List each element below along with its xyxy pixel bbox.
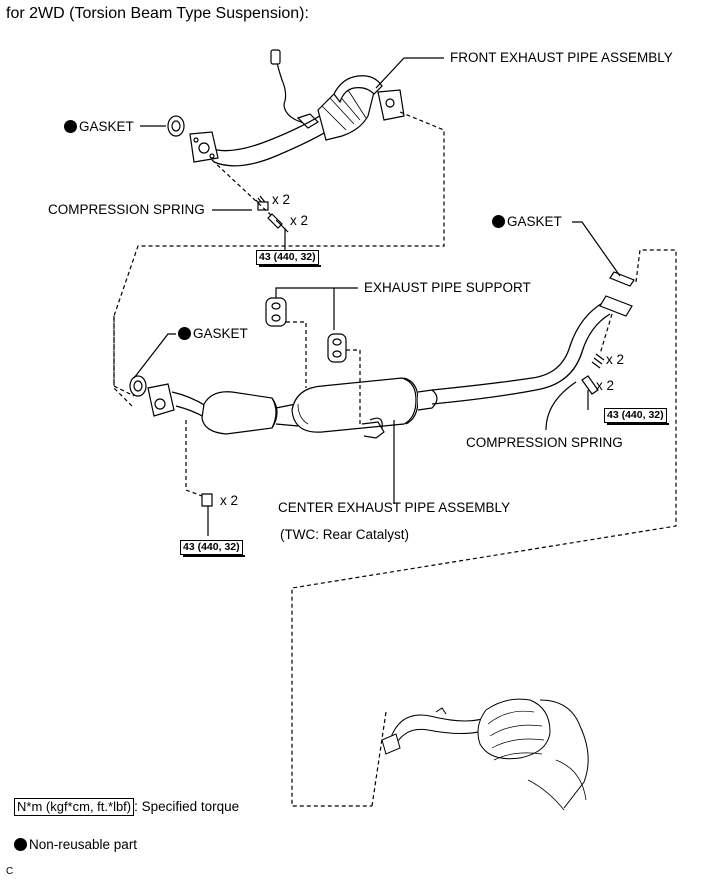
legend-non-reusable: Non-reusable part (14, 837, 137, 853)
legend-torque-desc: : Specified torque (134, 799, 240, 814)
qty-bolt-center: x 2 (220, 493, 239, 508)
leader-gasket-3 (572, 221, 621, 277)
torque-spec-1: 43 (440, 32) (256, 250, 321, 267)
label-front-exhaust-pipe: FRONT EXHAUST PIPE ASSEMBLY (450, 50, 673, 65)
non-reusable-dot-icon (492, 215, 505, 228)
label-gasket-1: GASKET (64, 119, 134, 135)
label-exhaust-pipe-support: EXHAUST PIPE SUPPORT (364, 280, 531, 295)
label-center-exhaust-pipe: CENTER EXHAUST PIPE ASSEMBLY (278, 500, 511, 515)
exhaust-pipe-support-2 (327, 333, 347, 363)
label-compression-spring-1: COMPRESSION SPRING (48, 202, 205, 217)
torque-spec-rear: 43 (440, 32) (604, 408, 669, 425)
legend-torque: N*m (kgf*cm, ft.*lbf): Specified torque (14, 798, 239, 816)
qty-bolt-rear: x 2 (596, 378, 615, 393)
vehicle-location-view (381, 698, 589, 811)
qty-bolt-1: x 2 (290, 213, 309, 228)
non-reusable-dot-icon (64, 120, 77, 133)
exhaust-pipe-support-1 (265, 297, 287, 327)
non-reusable-dot-icon (14, 838, 27, 851)
spring-rear (591, 353, 605, 369)
non-reusable-dot-icon (178, 327, 191, 340)
page-title: for 2WD (Torsion Beam Type Suspension): (6, 5, 309, 22)
legend-torque-unit: N*m (kgf*cm, ft.*lbf) (14, 798, 135, 816)
leader-gasket-2 (133, 333, 176, 379)
gasket-rear (609, 271, 635, 287)
qty-spring-rear: x 2 (606, 352, 625, 367)
label-twc-rear-catalyst: (TWC: Rear Catalyst) (280, 527, 410, 542)
label-gasket-rear: GASKET (492, 214, 562, 230)
gasket-ring-2 (129, 375, 147, 397)
bolt-center (201, 493, 213, 507)
bolt-front (267, 213, 283, 229)
center-exhaust-pipe-drawing (147, 295, 633, 439)
front-exhaust-pipe-drawing (189, 49, 405, 167)
gasket-ring-1 (167, 115, 185, 137)
torque-spec-center: 43 (440, 32) (180, 540, 245, 557)
leader-front-pipe (375, 57, 444, 89)
label-gasket-2: GASKET (178, 326, 248, 342)
qty-spring-1: x 2 (272, 192, 291, 207)
corner-mark: C (6, 866, 14, 877)
bolt-rear (581, 375, 599, 395)
label-compression-spring-rear: COMPRESSION SPRING (466, 435, 623, 450)
leader-spring-rear (545, 381, 577, 431)
